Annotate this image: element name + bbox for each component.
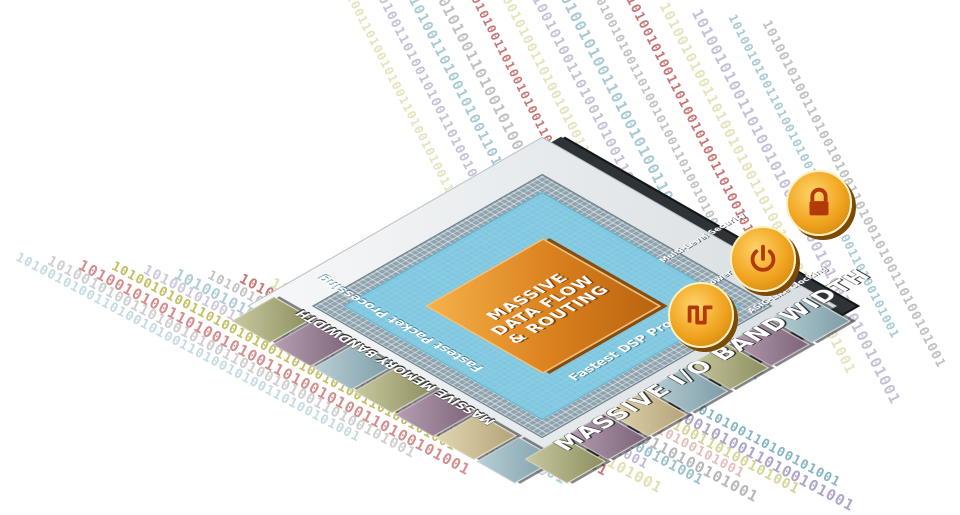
clock-waveform-icon xyxy=(668,282,734,348)
lock-icon xyxy=(786,170,852,236)
fpga-illustration: 1010010100110100101001101001010011010010… xyxy=(13,0,948,515)
power-icon xyxy=(730,226,796,292)
fpga-chip: MASSIVE DATA FLOW & ROUTING Fastest Pack… xyxy=(231,136,877,484)
